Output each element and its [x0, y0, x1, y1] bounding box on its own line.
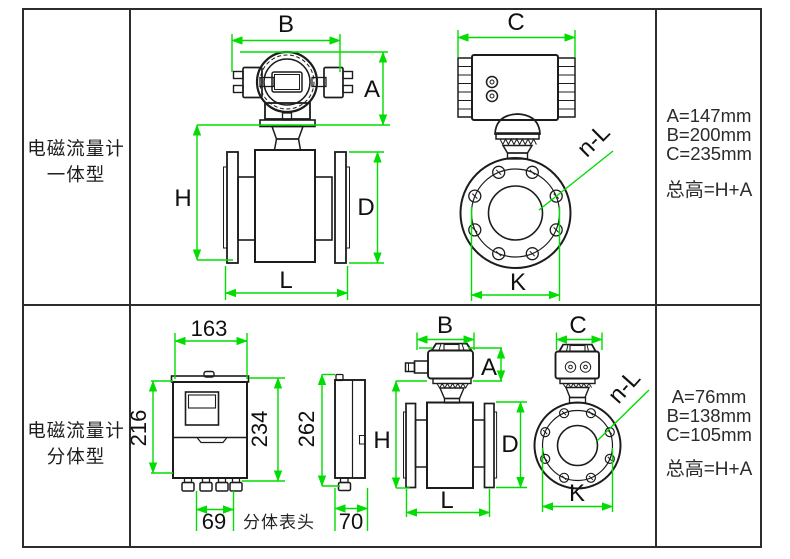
- integrated-total-height: 总高=H+A: [665, 180, 753, 201]
- dim-label-k-integrated: K: [510, 269, 526, 296]
- integrated-type-label-line1: 电磁流量计: [27, 138, 125, 159]
- remote-display-caption: 分体表头: [243, 513, 315, 532]
- integrated-spec-a: A=147mm: [666, 105, 752, 126]
- flange-bolts: [540, 408, 615, 483]
- flange-bolts: [468, 165, 563, 261]
- dim-value-70: 70: [339, 509, 363, 534]
- remote-converter-front-view: [170, 370, 250, 492]
- dim-value-163: 163: [191, 316, 228, 341]
- dim-label-c-integrated: C: [507, 9, 524, 36]
- integrated-specs: A=147mm B=200mm C=235mm 总高=H+A: [657, 106, 761, 202]
- dim-label-a-remote: A: [481, 354, 497, 381]
- dim-label-l-integrated: L: [279, 267, 292, 294]
- dim-label-b-remote: B: [437, 312, 453, 339]
- dim-label-nl-remote: n-L: [603, 365, 646, 409]
- remote-spec-b: B=138mm: [666, 405, 752, 426]
- remote-type-label-line2: 分体型: [46, 446, 106, 467]
- integrated-meter-front-view: [457, 54, 576, 269]
- dim-label-l-remote: L: [440, 487, 453, 514]
- column-divider-left: [129, 8, 131, 548]
- dim-value-216: 216: [130, 410, 151, 447]
- dim-label-d-remote: D: [501, 431, 518, 458]
- remote-converter-side-view: [334, 373, 366, 492]
- dim-label-a-integrated: A: [364, 76, 380, 103]
- dim-value-262: 262: [294, 411, 319, 448]
- dim-label-c-remote: C: [569, 312, 586, 339]
- dim-label-h-integrated: H: [174, 185, 191, 212]
- dim-label-h-remote: H: [373, 427, 390, 454]
- integrated-type-label: 电磁流量计 一体型: [23, 136, 129, 188]
- remote-specs: A=76mm B=138mm C=105mm 总高=H+A: [657, 387, 761, 481]
- integrated-spec-b: B=200mm: [666, 124, 752, 145]
- remote-type-label-line1: 电磁流量计: [27, 420, 125, 441]
- dim-label-d-integrated: D: [357, 194, 374, 221]
- remote-spec-c: C=105mm: [666, 424, 752, 445]
- integrated-type-label-line2: 一体型: [46, 164, 106, 185]
- row-divider: [22, 304, 762, 306]
- integrated-meter-side-view: [223, 50, 354, 264]
- remote-spec-a: A=76mm: [671, 386, 747, 407]
- remote-type-label: 电磁流量计 分体型: [23, 418, 129, 470]
- dim-label-nl-integrated: n-L: [572, 119, 616, 163]
- remote-total-height: 总高=H+A: [665, 459, 753, 480]
- column-divider-right: [655, 8, 657, 548]
- integrated-spec-c: C=235mm: [666, 143, 752, 164]
- dim-label-b-integrated: B: [278, 11, 294, 38]
- remote-meter-side-view: [403, 342, 498, 489]
- dim-value-69: 69: [202, 509, 226, 534]
- integrated-type-drawing: B A H D L C K n-L: [174, 9, 616, 301]
- remote-type-drawing: 163 216 234 262 69 70 分体表头 B A H D L C K…: [130, 312, 650, 534]
- dim-value-234: 234: [247, 411, 272, 448]
- remote-dimension-lines: [148, 332, 650, 531]
- dim-label-k-remote: K: [569, 480, 585, 507]
- table-outer-border: [22, 8, 762, 548]
- remote-meter-front-view: [533, 343, 622, 490]
- integrated-dimension-lines: [192, 30, 614, 301]
